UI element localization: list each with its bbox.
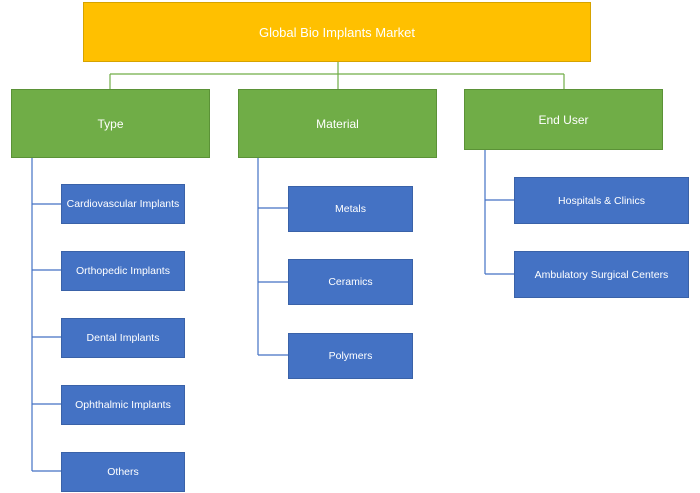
leaf-others: Others: [61, 452, 185, 492]
leaf-label: Metals: [335, 203, 366, 215]
leaf-metals: Metals: [288, 186, 413, 232]
category-label: End User: [538, 112, 589, 127]
leaf-label: Hospitals & Clinics: [558, 194, 645, 207]
category-label: Type: [97, 116, 124, 131]
leaf-ceramics: Ceramics: [288, 259, 413, 305]
category-type: Type: [11, 89, 210, 158]
root-label: Global Bio Implants Market: [258, 24, 416, 40]
root-node: Global Bio Implants Market: [83, 2, 591, 62]
leaf-ophthalmic-implants: Ophthalmic Implants: [61, 385, 185, 425]
leaf-orthopedic-implants: Orthopedic Implants: [61, 251, 185, 291]
category-end-user: End User: [464, 89, 663, 150]
leaf-polymers: Polymers: [288, 333, 413, 379]
leaf-ambulatory-surgical-centers: Ambulatory Surgical Centers: [514, 251, 689, 298]
leaf-label: Polymers: [328, 350, 373, 362]
leaf-hospitals-clinics: Hospitals & Clinics: [514, 177, 689, 224]
leaf-cardiovascular-implants: Cardiovascular Implants: [61, 184, 185, 224]
leaf-label: Others: [107, 466, 139, 478]
leaf-label: Orthopedic Implants: [76, 265, 170, 277]
leaf-label: Ambulatory Surgical Centers: [534, 268, 669, 281]
leaf-label: Ceramics: [328, 276, 373, 288]
leaf-label: Ophthalmic Implants: [75, 399, 171, 411]
leaf-label: Dental Implants: [86, 332, 160, 344]
category-label: Material: [316, 116, 359, 131]
leaf-dental-implants: Dental Implants: [61, 318, 185, 358]
leaf-label: Cardiovascular Implants: [66, 198, 180, 210]
category-material: Material: [238, 89, 437, 158]
